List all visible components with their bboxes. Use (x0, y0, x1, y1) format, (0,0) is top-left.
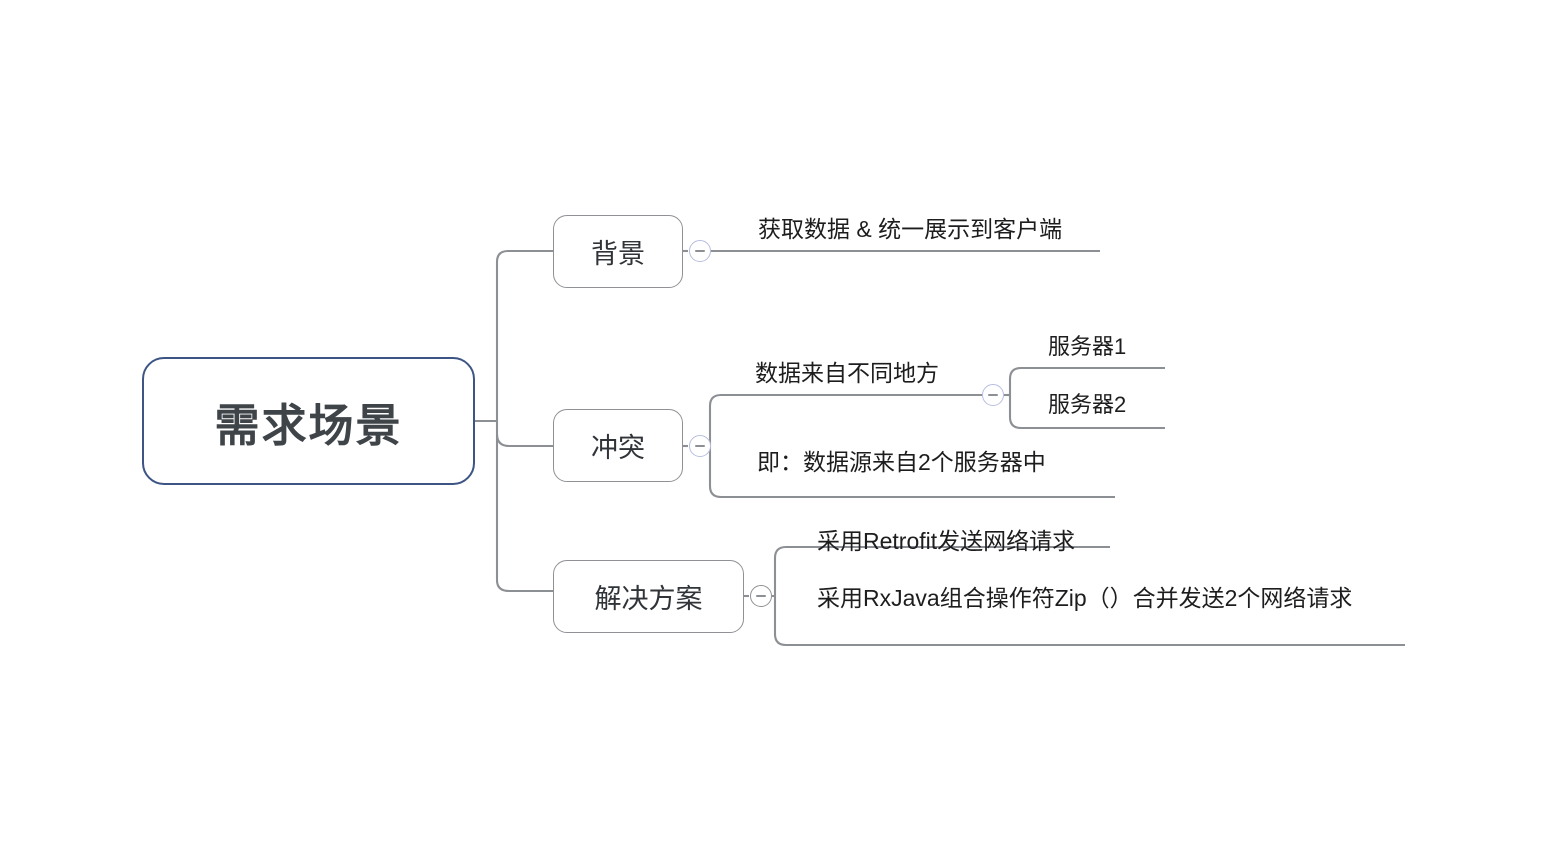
leaf-solution-2[interactable]: 采用RxJava组合操作符Zip（）合并发送2个网络请求 (817, 585, 1353, 611)
minus-circle-icon-servers[interactable] (982, 384, 1004, 406)
underline-sol-leaf-2 (773, 633, 1405, 647)
minus-circle-icon-background[interactable] (689, 240, 711, 262)
minus-glyph (695, 250, 705, 252)
connector-solution-spine (772, 558, 777, 634)
branch-node-background-label: 背景 (591, 239, 645, 269)
root-node[interactable]: 需求场景 (142, 357, 475, 485)
connector-to-solution (495, 579, 553, 593)
underline-server-1 (1008, 366, 1165, 380)
branch-node-background[interactable]: 背景 (553, 215, 683, 288)
minus-glyph (988, 394, 998, 396)
leaf-background-1[interactable]: 获取数据 & 统一展示到客户端 (758, 216, 1063, 242)
minus-glyph (756, 595, 766, 597)
minus-circle-icon-conflict[interactable] (689, 435, 711, 457)
branch-node-conflict-label: 冲突 (591, 433, 645, 463)
branch-node-solution[interactable]: 解决方案 (553, 560, 744, 633)
underline-server-2 (1008, 416, 1165, 430)
connector-to-conflict (495, 433, 553, 448)
leaf-server-1[interactable]: 服务器1 (1048, 334, 1127, 359)
minus-glyph (695, 445, 705, 447)
leaf-conflict-2[interactable]: 即：数据源来自2个服务器中 (757, 449, 1046, 475)
root-node-label: 需求场景 (214, 399, 403, 451)
leaf-server-2[interactable]: 服务器2 (1048, 392, 1127, 417)
underline-conflict-leaf-1 (708, 393, 985, 407)
leaf-solution-1[interactable]: 采用Retrofit发送网络请求 (817, 528, 1076, 554)
branch-node-solution-label: 解决方案 (594, 584, 703, 614)
minus-circle-icon-solution[interactable] (750, 585, 772, 607)
branch-node-conflict[interactable]: 冲突 (553, 409, 683, 482)
leaf-conflict-1[interactable]: 数据来自不同地方 (755, 360, 939, 386)
underline-conflict-leaf-2 (708, 485, 1115, 499)
connector-to-background (495, 249, 553, 263)
